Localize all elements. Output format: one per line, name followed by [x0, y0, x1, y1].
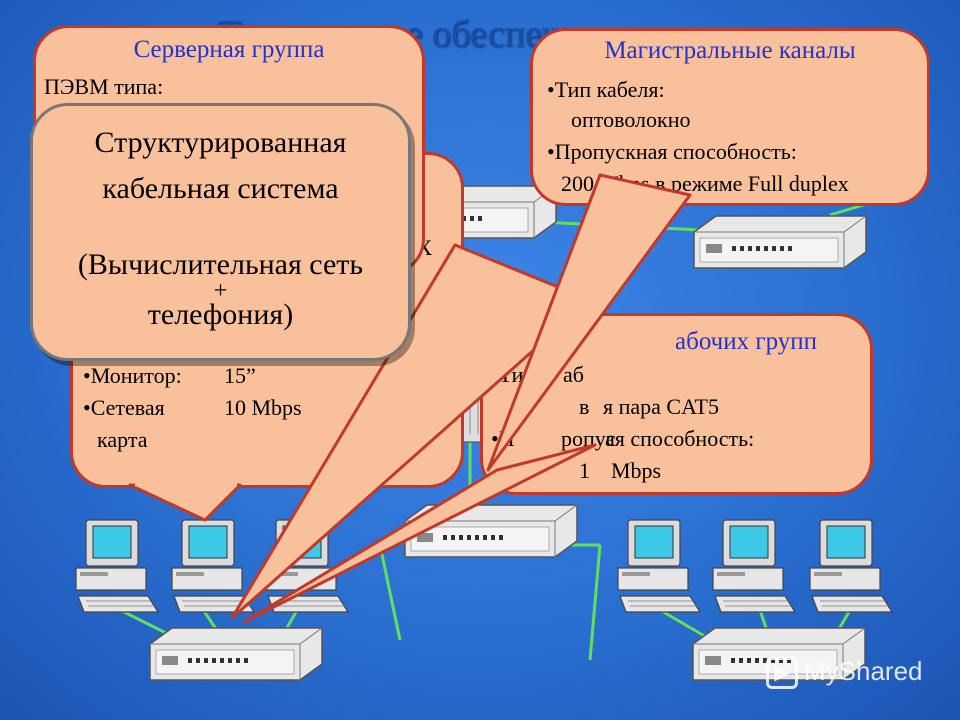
watermark: ▶MyShared — [766, 656, 923, 690]
workgroup-line3c: ая способность: — [605, 426, 755, 451]
scs-line-2: кабельная система — [102, 172, 339, 205]
watermark-text: MyShared — [804, 656, 923, 686]
backbone-title: Магистральные каналы — [604, 37, 856, 64]
workgroup-line1b: аб — [563, 362, 584, 387]
workgroup-line4b: Mbps — [611, 458, 662, 483]
scs-line-4: + — [213, 278, 228, 304]
scs-pointer-1 — [230, 243, 592, 620]
scs-pointer-3 — [242, 443, 597, 624]
server-group-line: ПЭВМ типа: — [44, 74, 164, 99]
scs-line-1: Структурированная — [94, 126, 347, 159]
scs-callout: Структурированная кабельная система (Выч… — [30, 103, 411, 361]
workgroup-line4: 1 — [579, 458, 590, 483]
nic-label-2: карта — [97, 427, 148, 452]
nic-label: •Сетевая — [83, 395, 165, 420]
workgroup-title-right: абочих групп — [675, 328, 818, 355]
scs-pointer-2 — [486, 173, 692, 472]
play-icon: ▶ — [766, 657, 798, 690]
workgroup-line2b: я пара CAT5 — [603, 394, 719, 419]
monitor-label: •Монитор: — [83, 363, 182, 388]
workgroup-line2: в — [579, 394, 590, 419]
backbone-cable-value: оптоволокно — [571, 107, 691, 132]
monitor-value: 15” — [224, 363, 256, 388]
nic-value: 10 Mbps — [224, 395, 302, 420]
backbone-callout: Магистральные каналы •Тип кабеля: оптово… — [530, 28, 930, 206]
backbone-bandwidth-label: •Пропускная способность: — [547, 139, 797, 164]
workstation-callout-tail — [128, 483, 242, 522]
scs-line-3: (Вычислительная сеть — [77, 248, 364, 281]
server-group-title: Серверная группа — [133, 36, 325, 63]
backbone-cable-label: •Тип кабеля: — [547, 77, 665, 102]
scs-line-5: телефония) — [147, 298, 294, 331]
